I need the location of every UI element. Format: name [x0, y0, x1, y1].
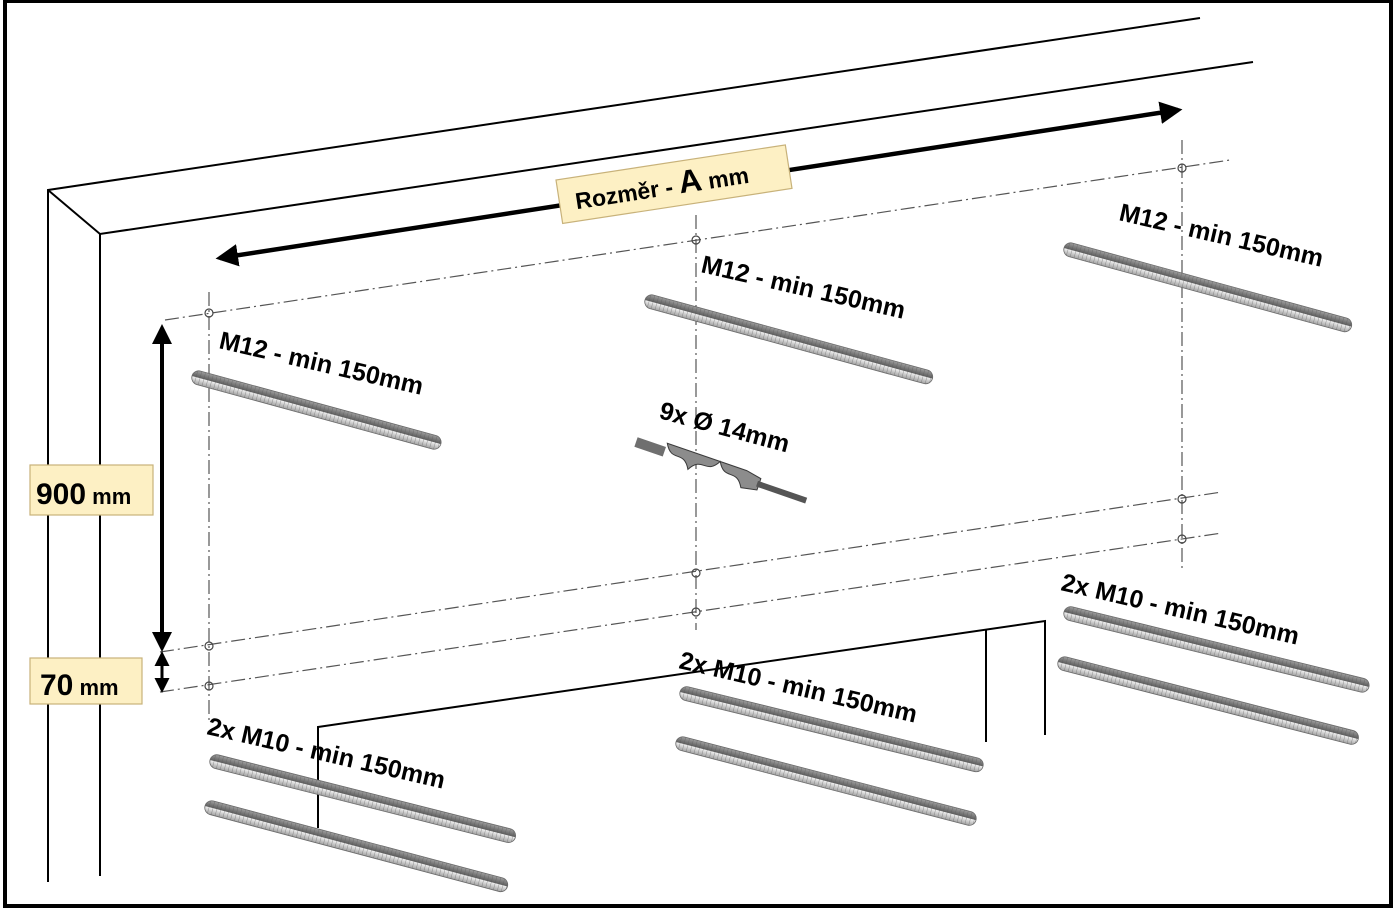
drill-point [204, 681, 214, 691]
offset-label-value: 70 [40, 669, 73, 702]
drill-point [204, 641, 214, 651]
drill-point [1177, 534, 1187, 544]
drill-point [691, 568, 701, 578]
width-label-symbol: A [676, 161, 704, 200]
threaded-rod-m10 [1063, 606, 1370, 693]
height-label-unit: mm [86, 484, 131, 509]
width-label: Rozměr - A mm [555, 144, 793, 225]
threaded-rod-m12 [644, 294, 934, 385]
threaded-rod-m10 [204, 800, 509, 893]
height-label: 900 mm [29, 464, 154, 516]
wall-block-outline [317, 619, 1046, 828]
drill-bit-icon [634, 437, 808, 504]
threaded-rod-m10 [679, 686, 984, 773]
anchor-label-top-middle: M12 - min 150mm [699, 251, 908, 325]
threaded-rod-m10 [209, 754, 516, 843]
offset-label-unit: mm [73, 675, 118, 700]
anchor-label-top-right: M12 - min 150mm [1117, 199, 1326, 273]
threaded-rod-m12 [191, 370, 442, 450]
page-border [3, 0, 1393, 908]
drill-point [1177, 494, 1187, 504]
height-label-value: 900 [36, 478, 86, 511]
threaded-rod-m10 [675, 736, 977, 826]
svg-text:900 mm: 900 mm [36, 478, 131, 511]
svg-text:70 mm: 70 mm [40, 669, 119, 702]
offset-label: 70 mm [29, 657, 143, 705]
drill-point [691, 607, 701, 617]
threaded-rods [191, 242, 1370, 893]
threaded-rod-m10 [1057, 656, 1359, 745]
drill-point [204, 308, 214, 318]
